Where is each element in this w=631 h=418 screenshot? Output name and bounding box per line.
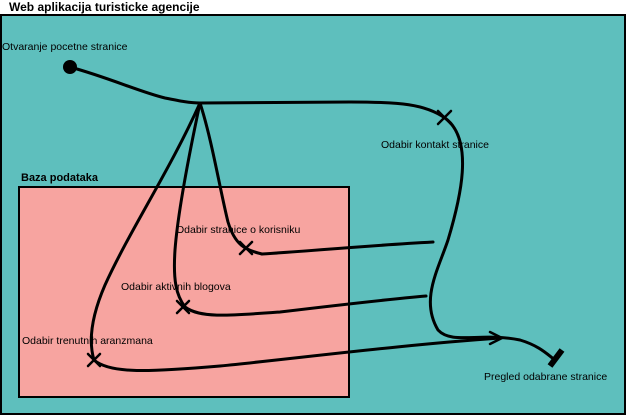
database-region	[18, 186, 350, 398]
marker-active-blogs	[175, 299, 191, 315]
flow-active-blogs-out	[183, 294, 428, 317]
state-label-active-blogs: Odabir aktivnih blogova	[121, 281, 231, 293]
marker-about-user	[238, 240, 254, 256]
state-label-start: Otvaranje pocetne stranice	[2, 41, 128, 53]
start-node	[63, 60, 77, 74]
flow-about-user-out	[260, 240, 435, 256]
arrowhead-end	[488, 330, 505, 346]
state-label-end: Pregled odabrane stranice	[484, 371, 608, 383]
flow-hub-to-contact	[198, 100, 447, 120]
flow-contact-to-end	[428, 116, 557, 362]
marker-contact	[436, 109, 453, 126]
flow-current-offers-out	[92, 336, 502, 373]
flow-hub-to-current-offers	[89, 101, 202, 362]
state-label-current-offers: Odabir trenutnih aranzmana	[22, 335, 153, 347]
system-boundary-title: Web aplikacija turisticke agencije	[9, 0, 200, 14]
marker-current-offers	[86, 352, 102, 368]
state-label-contact: Odabir kontakt stranice	[381, 139, 489, 151]
flow-hub-to-active-blogs	[172, 101, 202, 309]
state-label-about-user: Odabir stranice o korisniku	[176, 224, 301, 236]
flow-start-to-hub	[68, 65, 202, 105]
database-region-title: Baza podataka	[21, 172, 99, 184]
end-node	[547, 348, 565, 368]
